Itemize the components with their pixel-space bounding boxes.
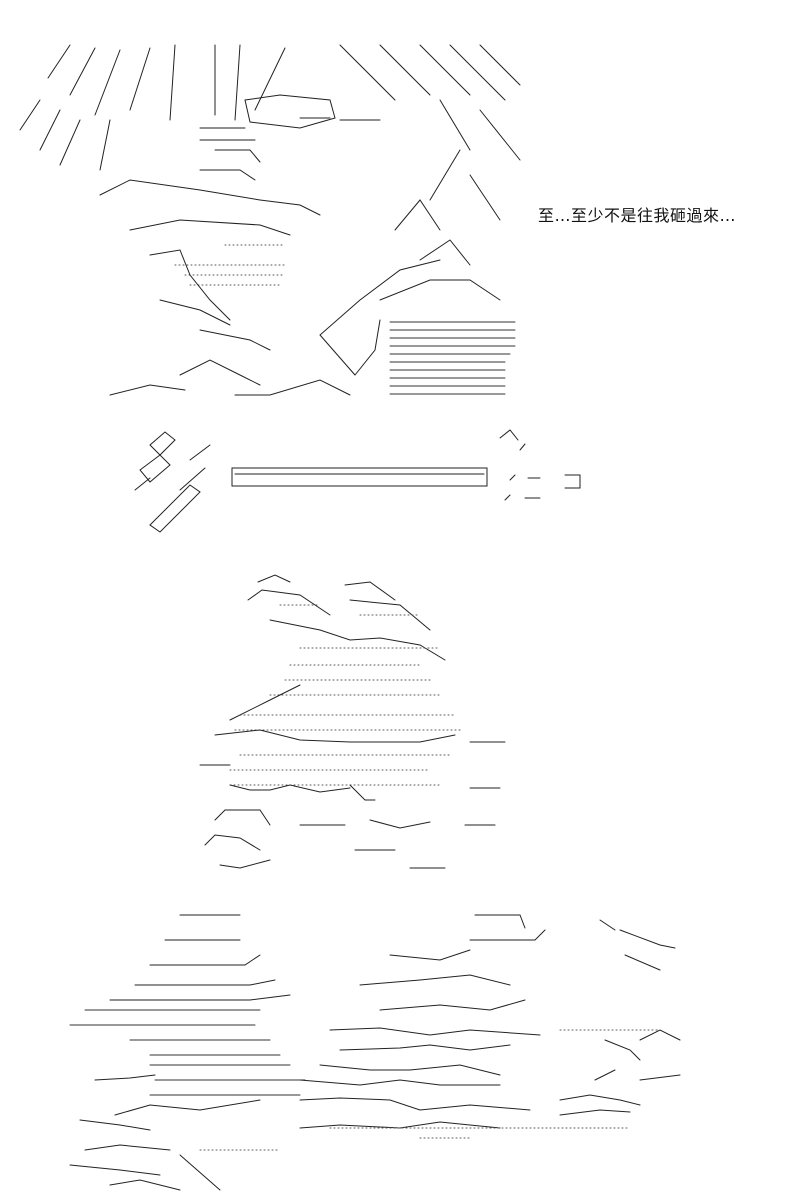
face-glasses: [99, 94, 381, 236]
debris-beams: [69, 914, 306, 1191]
neck-shading: [109, 244, 351, 396]
panel-small-figure: [0, 560, 800, 890]
impact-marks: [499, 429, 581, 501]
debris-right: [199, 914, 681, 1151]
panel-debris: [0, 900, 800, 1200]
ascii-art-debris: [69, 914, 681, 1191]
panel-impact-lines: [0, 420, 800, 540]
ascii-art-figure: [199, 574, 506, 869]
horizontal-beam: [231, 467, 488, 487]
ascii-art-character-head: [19, 44, 521, 396]
hair-strands: [19, 44, 521, 221]
panel-character-speaking: 至…至少不是往我砸過來…: [0, 0, 800, 420]
speech-text: 至…至少不是往我砸過來…: [538, 206, 737, 225]
body-hatching: [319, 199, 516, 395]
ascii-art-impact: [134, 429, 581, 533]
figure-body: [199, 684, 506, 869]
figure-head: [234, 574, 461, 731]
speed-lines: [134, 431, 211, 533]
